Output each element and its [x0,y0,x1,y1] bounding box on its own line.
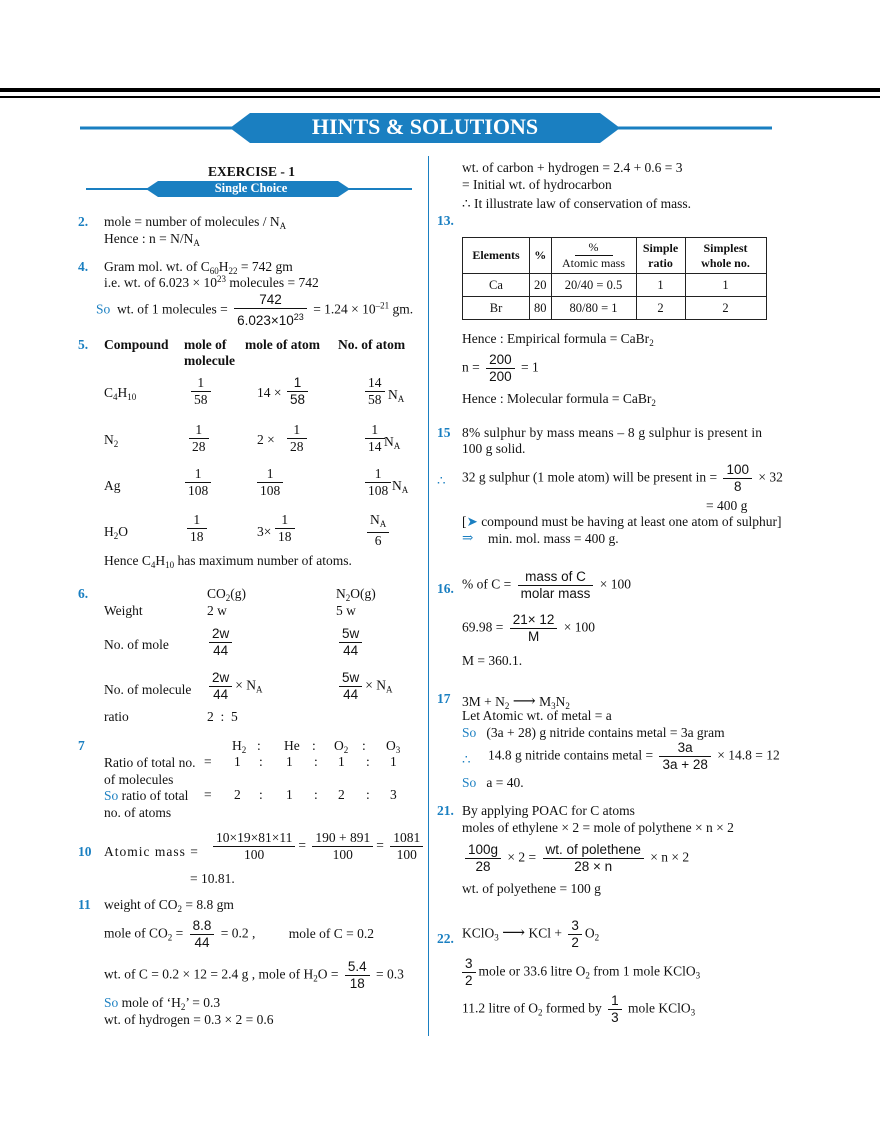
q2-line1: mole = number of molecules / NA [104,214,287,231]
q5-header-compound: Compound [104,337,169,352]
q15-number: 15 [437,425,451,440]
q15-line4: = 400 g [706,498,748,513]
header-banner [80,113,772,143]
q6-number: 6. [78,586,89,601]
q6-ratio-value: 2 : 5 [207,709,238,724]
q17-number: 17 [437,691,451,706]
right-line3: ∴ It illustrate law of conservation of m… [462,196,692,211]
right-line1: wt. of carbon + hydrogen = 2.4 + 0.6 = 3 [462,160,683,175]
q15-line6: min. mol. mass = 400 g. [488,531,619,546]
arrow-right-icon: ➤ [466,514,478,529]
q6-mole-label: No. of mole [104,637,169,652]
q11-number: 11 [78,897,91,912]
q5-header-no-atom: No. of atom [338,337,406,352]
q11-line1: weight of CO2 = 8.8 gm [104,897,234,914]
th-elements: Elements [462,237,530,274]
therefore-icon-2: ∴ [462,752,471,767]
top-rule-thin [0,96,880,98]
q6-col-co2: CO2(g) [207,586,247,603]
top-rule-thick [0,88,880,92]
q13-number: 13. [437,213,454,228]
q6-molecule-label: No. of molecule [104,682,192,697]
q11-line5: wt. of hydrogen = 0.3 × 2 = 0.6 [104,1012,274,1027]
q6-col-n2o: N2O(g) [336,586,376,603]
q17-line3: So (3a + 28) g nitride contains metal = … [462,725,725,740]
q6-weight-label: Weight [104,603,143,618]
q13-empirical: Hence : Empirical formula = CaBr2 [462,331,654,348]
exercise-subtitle: Single Choice [214,181,288,195]
q21-number: 21. [437,803,454,818]
q2-number: 2. [78,214,89,229]
q5-number: 5. [78,337,89,352]
th-percent: % [529,237,552,274]
q4-number: 4. [78,259,89,274]
q7-row1-label: Ratio of total no.of molecules [104,755,196,787]
q5-header-mole-atom: mole of atom [245,337,320,352]
q10-result: = 10.81. [190,871,235,886]
implies-icon: ⇒ [462,530,474,545]
q10-label: Atomic mass = [104,844,199,859]
right-line2: = Initial wt. of hydrocarbon [462,177,612,192]
q15-line2: 100 g solid. [462,441,526,456]
q17-line1: 3M + N2 ⟶ M3N2 [462,693,570,711]
q6-ratio-label: ratio [104,709,129,724]
q10-number: 10 [78,844,92,859]
q16-line3: M = 360.1. [462,653,523,668]
subtitle-banner [86,181,412,197]
q13-molecular: Hence : Molecular formula = CaBr2 [462,391,656,408]
q11-line4: So mole of ‘H2’ = 0.3 [104,995,221,1012]
q15-line1: 8% sulphur by mass means – 8 g sulphur i… [462,425,763,440]
q15-line3: 32 g sulphur (1 mole atom) will be prese… [462,462,783,494]
q22-number: 22. [437,931,454,946]
therefore-icon: ∴ [437,473,446,488]
column-divider [428,156,429,1036]
q6-weight-1: 2 w [207,603,227,618]
q11-line3: wt. of C = 0.2 × 12 = 2.4 g , mole of H2… [104,959,404,991]
th-atomic: %Atomic mass [550,237,637,274]
q15-line5: [➤ compound must be having at least one … [462,514,782,529]
q4-line1: Gram mol. wt. of C60H22 = 742 gm [104,259,293,276]
q5-conclusion: Hence C4H10 has maximum number of atoms. [104,553,352,570]
q17-line2: Let Atomic wt. of metal = a [462,708,612,723]
exercise-title: EXERCISE - 1 [208,164,296,179]
q4-line2: i.e. wt. of 6.023 × 1023 molecules = 742 [104,274,319,290]
q6-weight-2: 5 w [336,603,356,618]
q21-line2: moles of ethylene × 2 = mole of polythen… [462,820,734,835]
page-title: HINTS & SOLUTIONS [311,114,539,139]
q16-number: 16. [437,581,454,596]
q21-line1: By applying POAC for C atoms [462,803,635,818]
q2-line2: Hence : n = N/NA [104,231,200,248]
q17-line5: So a = 40. [462,775,524,790]
q21-line4: wt. of polyethene = 100 g [462,881,601,896]
q7-number: 7 [78,738,85,753]
